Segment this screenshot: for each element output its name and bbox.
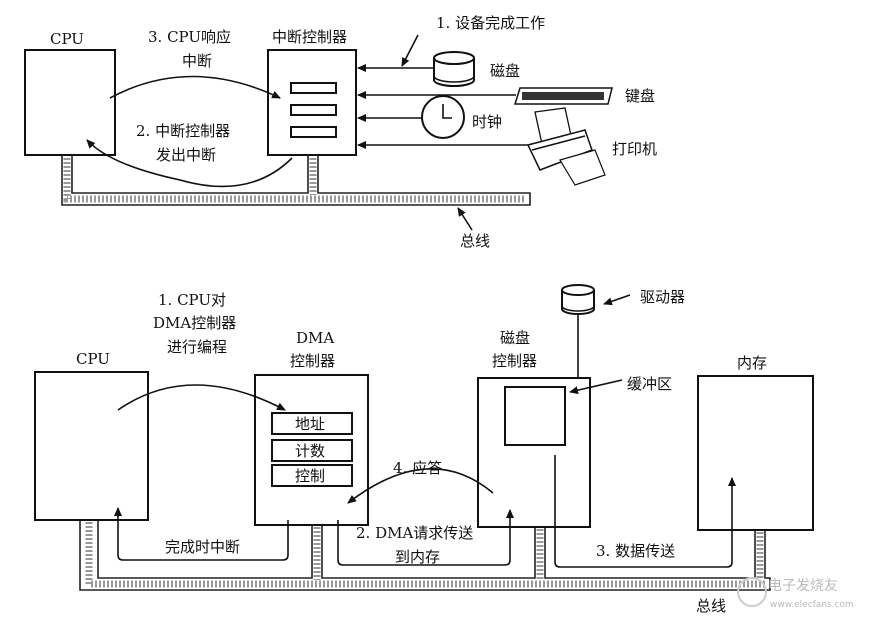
program-dma-arrow [117, 384, 286, 411]
disk-icon [433, 51, 475, 87]
step1-line1: 1. CPU对 [158, 291, 226, 309]
interrupt-controller-box [267, 49, 357, 156]
bus-label: 总线 [460, 232, 490, 250]
controller-register [290, 82, 337, 94]
buffer-pointer [569, 379, 623, 395]
drive-pointer [603, 294, 631, 306]
interrupt-diagram: CPU 中断控制器 3. CPU响应 中断 2. 中断控制器 发出中断 1. 设… [24, 14, 657, 250]
drive-label: 驱动器 [640, 288, 685, 306]
printer-label: 打印机 [612, 140, 657, 158]
interrupt-path [114, 507, 289, 561]
request-path [337, 509, 514, 566]
count-register [271, 439, 353, 462]
disk-controller-line2: 控制器 [492, 352, 537, 370]
watermark-url: www.elecfans.com [770, 600, 854, 610]
count-register-label: 计数 [295, 442, 325, 460]
bus-label: 总线 [696, 597, 726, 615]
top-bus [61, 154, 531, 206]
step2-line1: 2. DMA请求传送 [356, 524, 473, 542]
keyboard-icon [513, 87, 613, 105]
cpu-box [24, 49, 116, 156]
clock-label: 时钟 [472, 113, 502, 131]
buffer-label: 缓冲区 [627, 375, 672, 393]
controller-register [290, 126, 337, 138]
drive-icon [561, 284, 595, 315]
disk-controller-line1: 磁盘 [500, 329, 530, 347]
control-register [271, 464, 353, 487]
interrupt-label: 完成时中断 [165, 538, 240, 556]
step1-pointer [401, 34, 419, 67]
control-register-label: 控制 [295, 467, 325, 485]
step1-label: 1. 设备完成工作 [436, 14, 545, 32]
address-register [271, 412, 353, 435]
step3-label: 3. 数据传送 [596, 542, 675, 560]
acknowledge-arrow [347, 468, 494, 504]
dma-label-line1: DMA [296, 329, 334, 347]
keyboard-label: 键盘 [625, 87, 655, 105]
bus-pointer [457, 207, 473, 231]
disk-label: 磁盘 [490, 62, 520, 80]
interrupt-controller-label: 中断控制器 [272, 28, 347, 46]
cpu-label: CPU [50, 30, 84, 48]
bottom-bus [79, 519, 771, 591]
step1-line3: 进行编程 [167, 338, 227, 356]
dma-diagram: CPU DMA 控制器 地址 计数 控制 1. CPU对 DMA控制器 进行编程… [34, 284, 814, 615]
clock-icon [421, 95, 465, 139]
step2-line1: 2. 中断控制器 [136, 122, 230, 140]
step2-line2: 到内存 [395, 548, 440, 566]
step1-line2: DMA控制器 [153, 314, 236, 332]
step3-line2: 中断 [182, 52, 212, 70]
buffer-box [504, 386, 566, 446]
dma-label-line2: 控制器 [290, 352, 335, 370]
address-register-label: 地址 [295, 415, 325, 433]
cpu-response-arrow [109, 75, 281, 99]
data-transfer-path [554, 455, 736, 568]
step2-line2: 发出中断 [156, 146, 216, 164]
printer-icon [526, 107, 606, 186]
memory-label: 内存 [737, 354, 767, 372]
cpu-label: CPU [76, 350, 110, 368]
controller-register [290, 104, 337, 116]
watermark-text: 电子发烧友 [768, 578, 838, 594]
step3-line1: 3. CPU响应 [148, 28, 231, 46]
cpu-box [34, 371, 149, 521]
interrupt-signal-arrow [86, 139, 293, 188]
watermark-logo: 电子发烧友 www.elecfans.com [737, 577, 854, 610]
step4-label: 4. 应答 [393, 459, 442, 477]
memory-box [697, 375, 814, 531]
